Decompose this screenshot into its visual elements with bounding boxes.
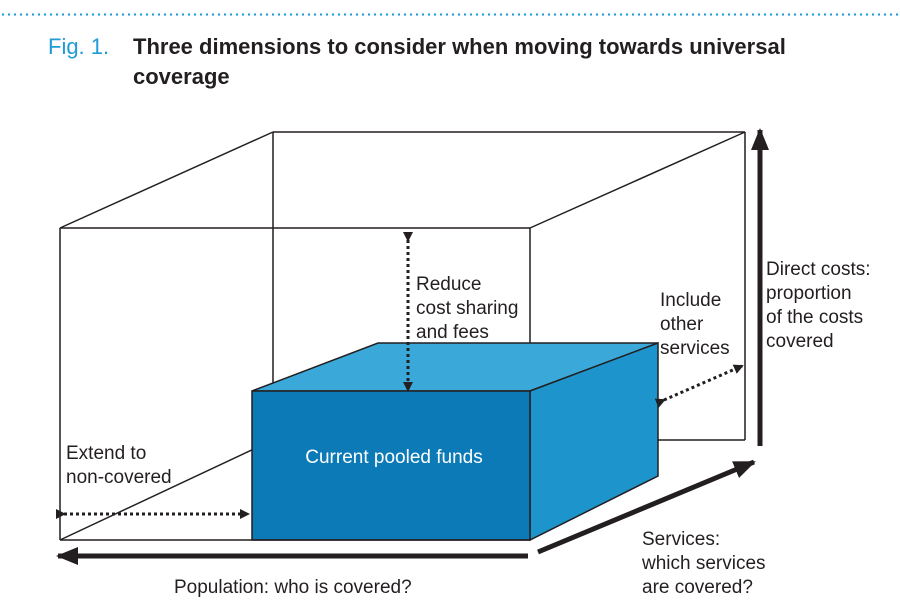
include-label: Include other services [660, 290, 730, 359]
services-axis-arrow [537, 459, 756, 555]
include-arrow [654, 364, 744, 408]
direct-costs-label: Direct costs: proportion of the costs co… [766, 259, 876, 352]
reduce-label: Reduce cost sharing and fees [416, 274, 524, 343]
services-label: Services: which services are covered? [641, 529, 771, 598]
current-pooled-funds-box: Current pooled funds [251, 341, 659, 542]
figure-title: Three dimensions to consider when moving… [133, 34, 786, 89]
figure-number: Fig. 1. [48, 34, 110, 59]
dotted-rule [0, 13, 900, 16]
extend-label: Extend to non-covered [66, 443, 172, 488]
population-label: Population: who is covered? [174, 577, 412, 598]
box-label: Current pooled funds [305, 447, 482, 468]
